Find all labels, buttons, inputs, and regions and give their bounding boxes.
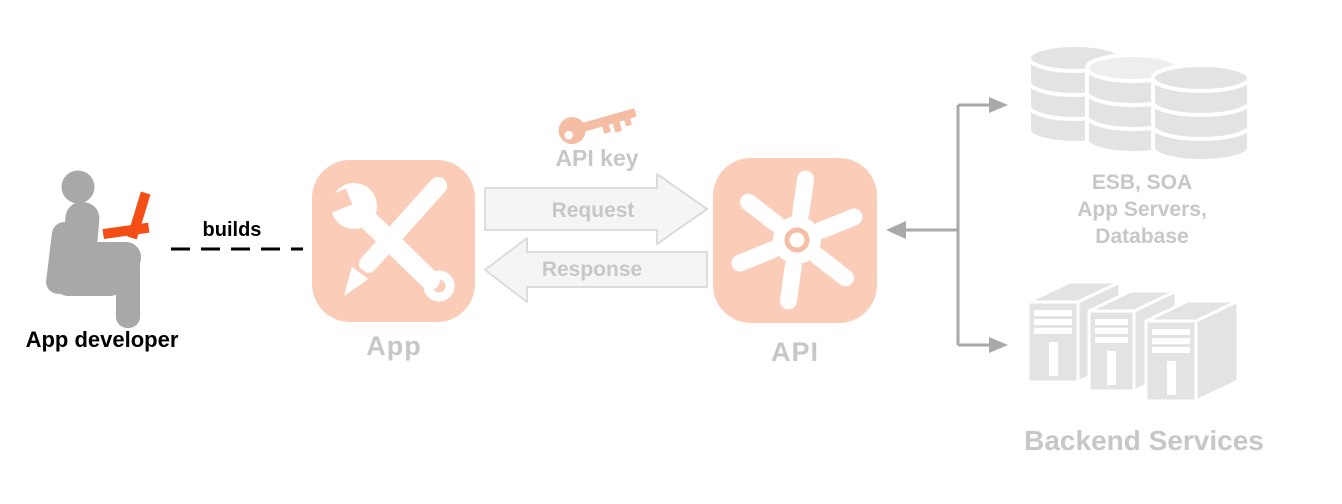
chair-seat [55, 268, 123, 296]
laptop-icon [102, 191, 151, 240]
builds-dashed-line [171, 247, 303, 251]
app-node [312, 160, 475, 322]
arrowhead-to-api [886, 221, 906, 239]
api-node-label: API [770, 337, 819, 367]
server-tower [1144, 299, 1240, 403]
response-arrow [484, 237, 708, 303]
wrench-notch [316, 188, 353, 217]
api-node [713, 158, 877, 323]
builds-edge-label: builds [202, 219, 262, 241]
pencil-tip [344, 266, 370, 296]
database-stack-icon [1027, 43, 1251, 163]
pencil-body [359, 177, 447, 273]
database-cylinder [1151, 63, 1251, 163]
esb-label-line3: Database [1095, 225, 1189, 248]
key-icon [558, 108, 637, 145]
pencil-tip-gap [348, 261, 375, 282]
wrench-shaft [358, 210, 440, 290]
wrench-ring [423, 270, 455, 302]
response-arrow-label: Response [541, 258, 643, 281]
app-developer-label: App developer [25, 327, 179, 352]
server-towers-icon [1026, 280, 1240, 403]
esb-label-line2: App Servers, [1077, 198, 1207, 221]
person-with-laptop-icon [46, 170, 151, 328]
app-node-label: App [366, 331, 422, 361]
turbine-icon [731, 170, 863, 310]
esb-label: ESB, SOA App Servers, Database [1047, 169, 1237, 250]
request-arrow [484, 173, 708, 245]
request-arrow-label: Request [551, 199, 635, 222]
api-backend-connector [886, 97, 1008, 353]
person-leg [116, 255, 140, 328]
api-key-label: API key [555, 145, 639, 171]
backend-services-label: Backend Services [1024, 425, 1264, 456]
wrench-pencil-icon [316, 177, 455, 302]
turbine-hub-ring [784, 227, 810, 253]
person-head [61, 170, 95, 204]
arrowhead-to-esb [989, 97, 1008, 113]
arrowhead-to-backend [989, 337, 1008, 353]
esb-label-line1: ESB, SOA [1091, 171, 1193, 194]
